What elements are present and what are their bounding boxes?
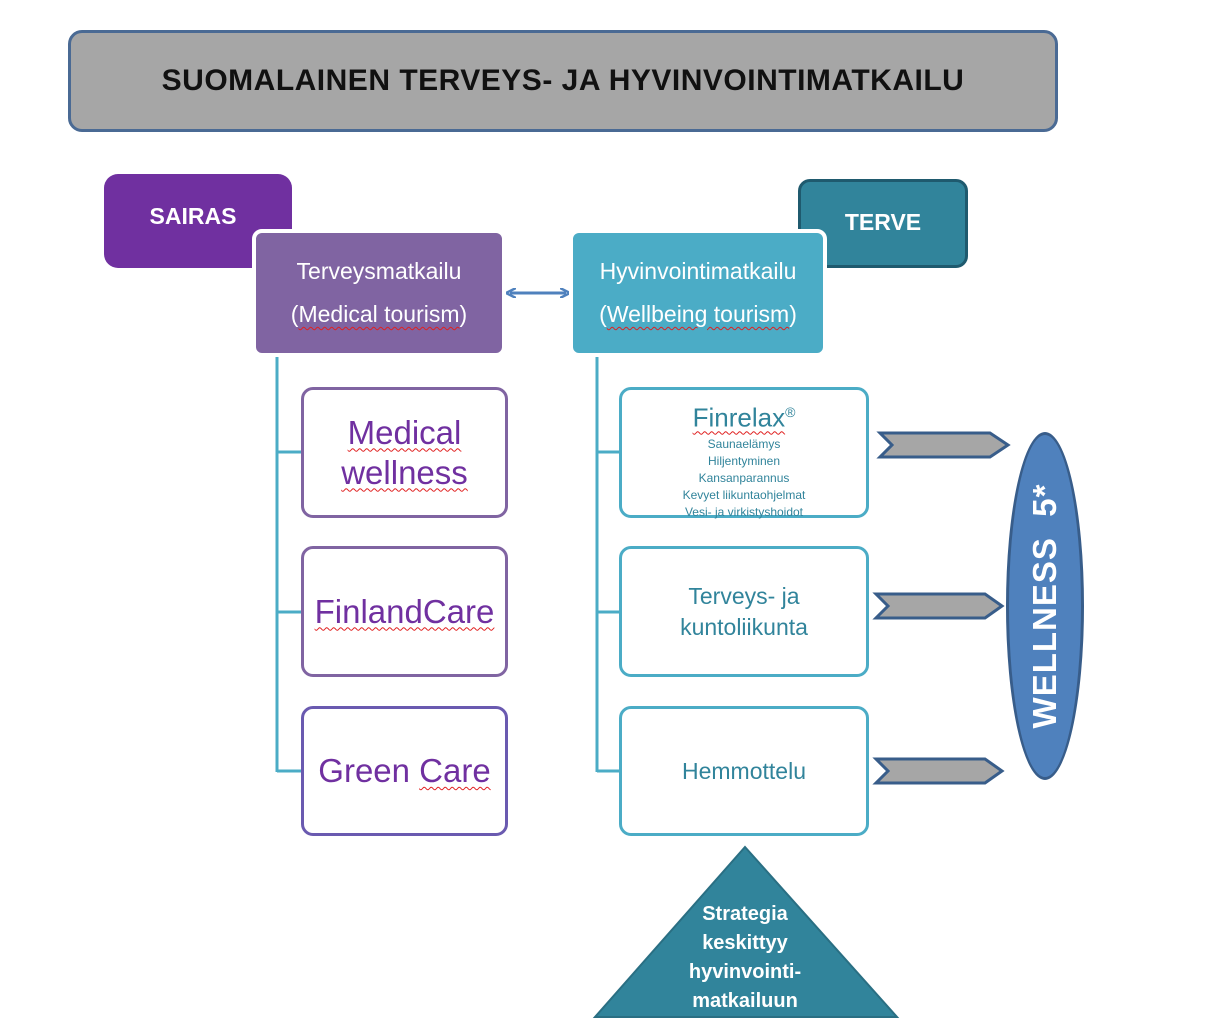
wellbeing-tourism-box: Hyvinvointimatkailu (Wellbeing tourism) — [569, 229, 827, 357]
wellbeing-tourism-subtitle: (Wellbeing tourism) — [599, 301, 797, 327]
medical-wellness-box: Medical wellness — [301, 387, 508, 518]
wellbeing-tourism-title: Hyvinvointimatkailu — [599, 258, 797, 284]
hemmottelu-label: Hemmottelu — [682, 757, 806, 784]
wellness-ellipse — [1006, 432, 1084, 780]
medical-tourism-subtitle: (Medical tourism) — [290, 301, 468, 327]
medical-tree-lines — [275, 357, 303, 773]
terveys-line2: kuntoliikunta — [680, 613, 808, 640]
green-care-label: Green Care — [318, 751, 490, 791]
finlandcare-label: FinlandCare — [314, 592, 495, 630]
strategy-line: matkailuun — [692, 990, 798, 1012]
strategy-text: Strategia keskittyy hyvinvointi- matkail… — [645, 900, 845, 1016]
medical-tourism-title: Terveysmatkailu — [296, 258, 462, 284]
wellness-label: WELLNESS 5* — [1026, 483, 1063, 729]
green-care-word1: Green — [318, 752, 410, 789]
arrow-finrelax — [876, 431, 1011, 459]
strategy-line: Strategia — [702, 903, 788, 925]
terveys-line1: Terveys- ja — [688, 582, 800, 609]
wellbeing-tree-lines — [595, 357, 621, 773]
terve-label: TERVE — [844, 209, 922, 235]
finrelax-item: Kevyet liikuntaohjelmat — [682, 487, 806, 502]
finrelax-item: Saunaelämys — [707, 436, 781, 451]
strategy-line: hyvinvointi- — [688, 961, 802, 983]
medical-wellness-line2: wellness — [341, 453, 468, 491]
terve-tag: TERVE — [798, 179, 968, 268]
sairas-label: SAIRAS — [149, 202, 237, 229]
finlandcare-box: FinlandCare — [301, 546, 508, 677]
arrow-terveys — [872, 592, 1005, 620]
finrelax-item: Hiljentyminen — [707, 453, 781, 468]
medical-tourism-box: Terveysmatkailu (Medical tourism) — [252, 229, 506, 357]
finrelax-item: Kansanparannus — [698, 470, 790, 485]
medical-wellness-line1: Medical — [347, 413, 462, 451]
hemmottelu-box: Hemmottelu — [619, 706, 869, 836]
finrelax-item: Vesi- ja virkistyshoidot — [684, 504, 804, 519]
strategy-line: keskittyy — [702, 932, 788, 954]
title-banner: SUOMALAINEN TERVEYS- JA HYVINVOINTIMATKA… — [68, 30, 1058, 132]
green-care-box: Green Care — [301, 706, 508, 836]
finrelax-title: Finrelax® — [692, 402, 796, 433]
strategy-triangle — [592, 845, 900, 1018]
terveys-kuntoliikunta-box: Terveys- ja kuntoliikunta — [619, 546, 869, 677]
finrelax-box: Finrelax® Saunaelämys Hiljentyminen Kans… — [619, 387, 869, 519]
diagram-title: SUOMALAINEN TERVEYS- JA HYVINVOINTIMATKA… — [161, 64, 965, 97]
green-care-word2: Care — [419, 752, 491, 789]
arrow-hemmottelu — [872, 757, 1005, 785]
